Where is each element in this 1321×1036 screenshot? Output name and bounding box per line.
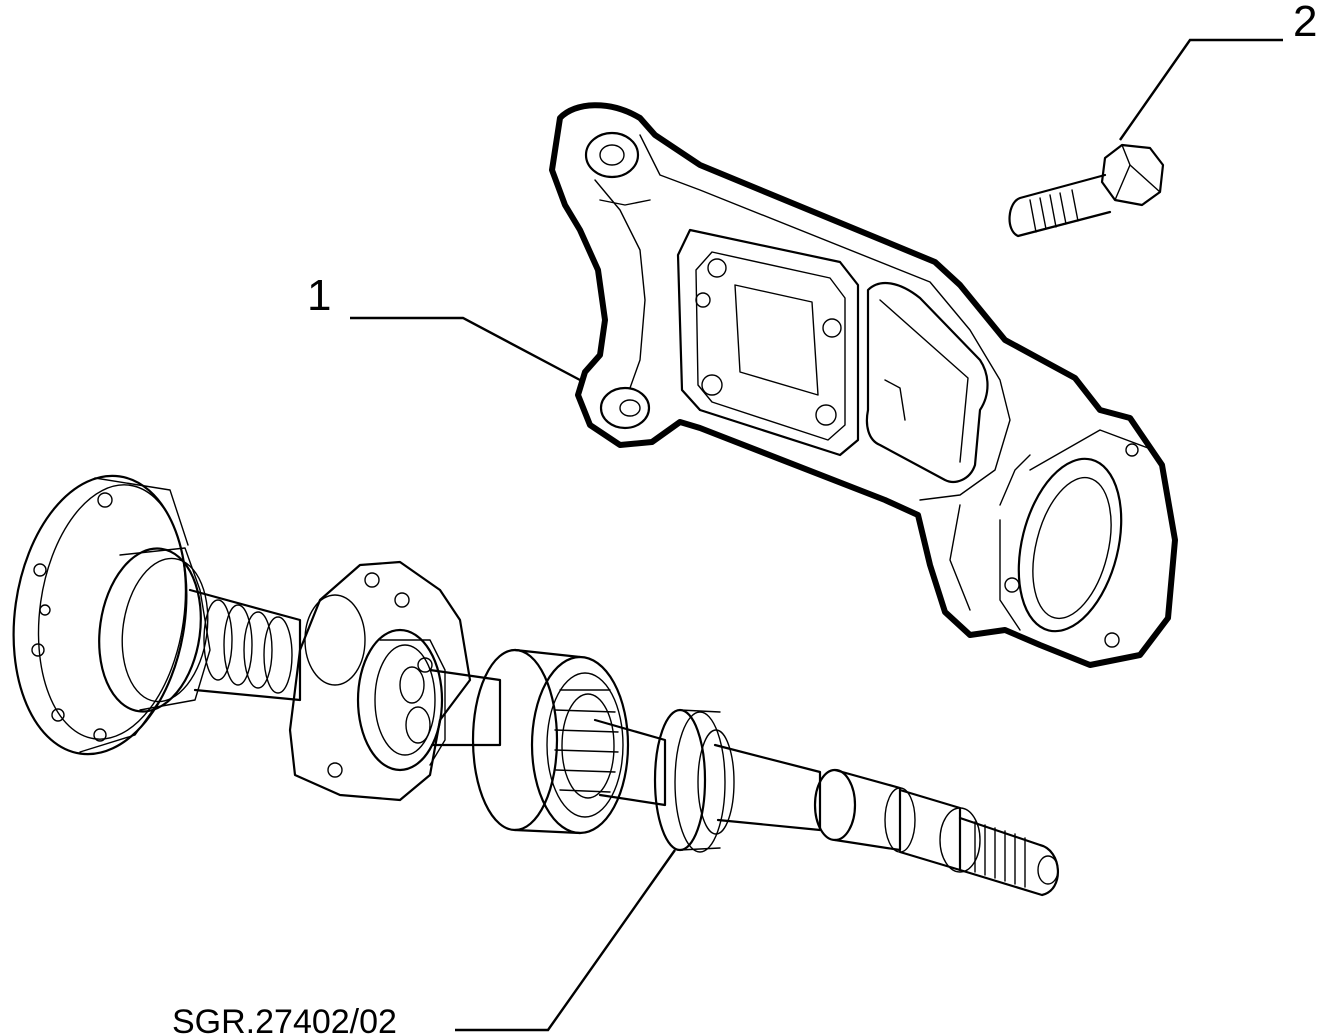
leader-line-2	[1119, 38, 1283, 141]
axle-shaft-assembly	[12, 474, 1059, 897]
reference-code: SGR.27402/02	[172, 1003, 397, 1036]
leader-lines	[350, 38, 1283, 1032]
part-1-support-bracket	[549, 102, 1178, 668]
leader-line-ref	[455, 849, 676, 1032]
leader-line-1	[350, 316, 581, 382]
part-2-bolt	[1008, 143, 1165, 238]
callout-label-2: 2	[1293, 0, 1317, 46]
callout-label-1: 1	[307, 271, 331, 320]
